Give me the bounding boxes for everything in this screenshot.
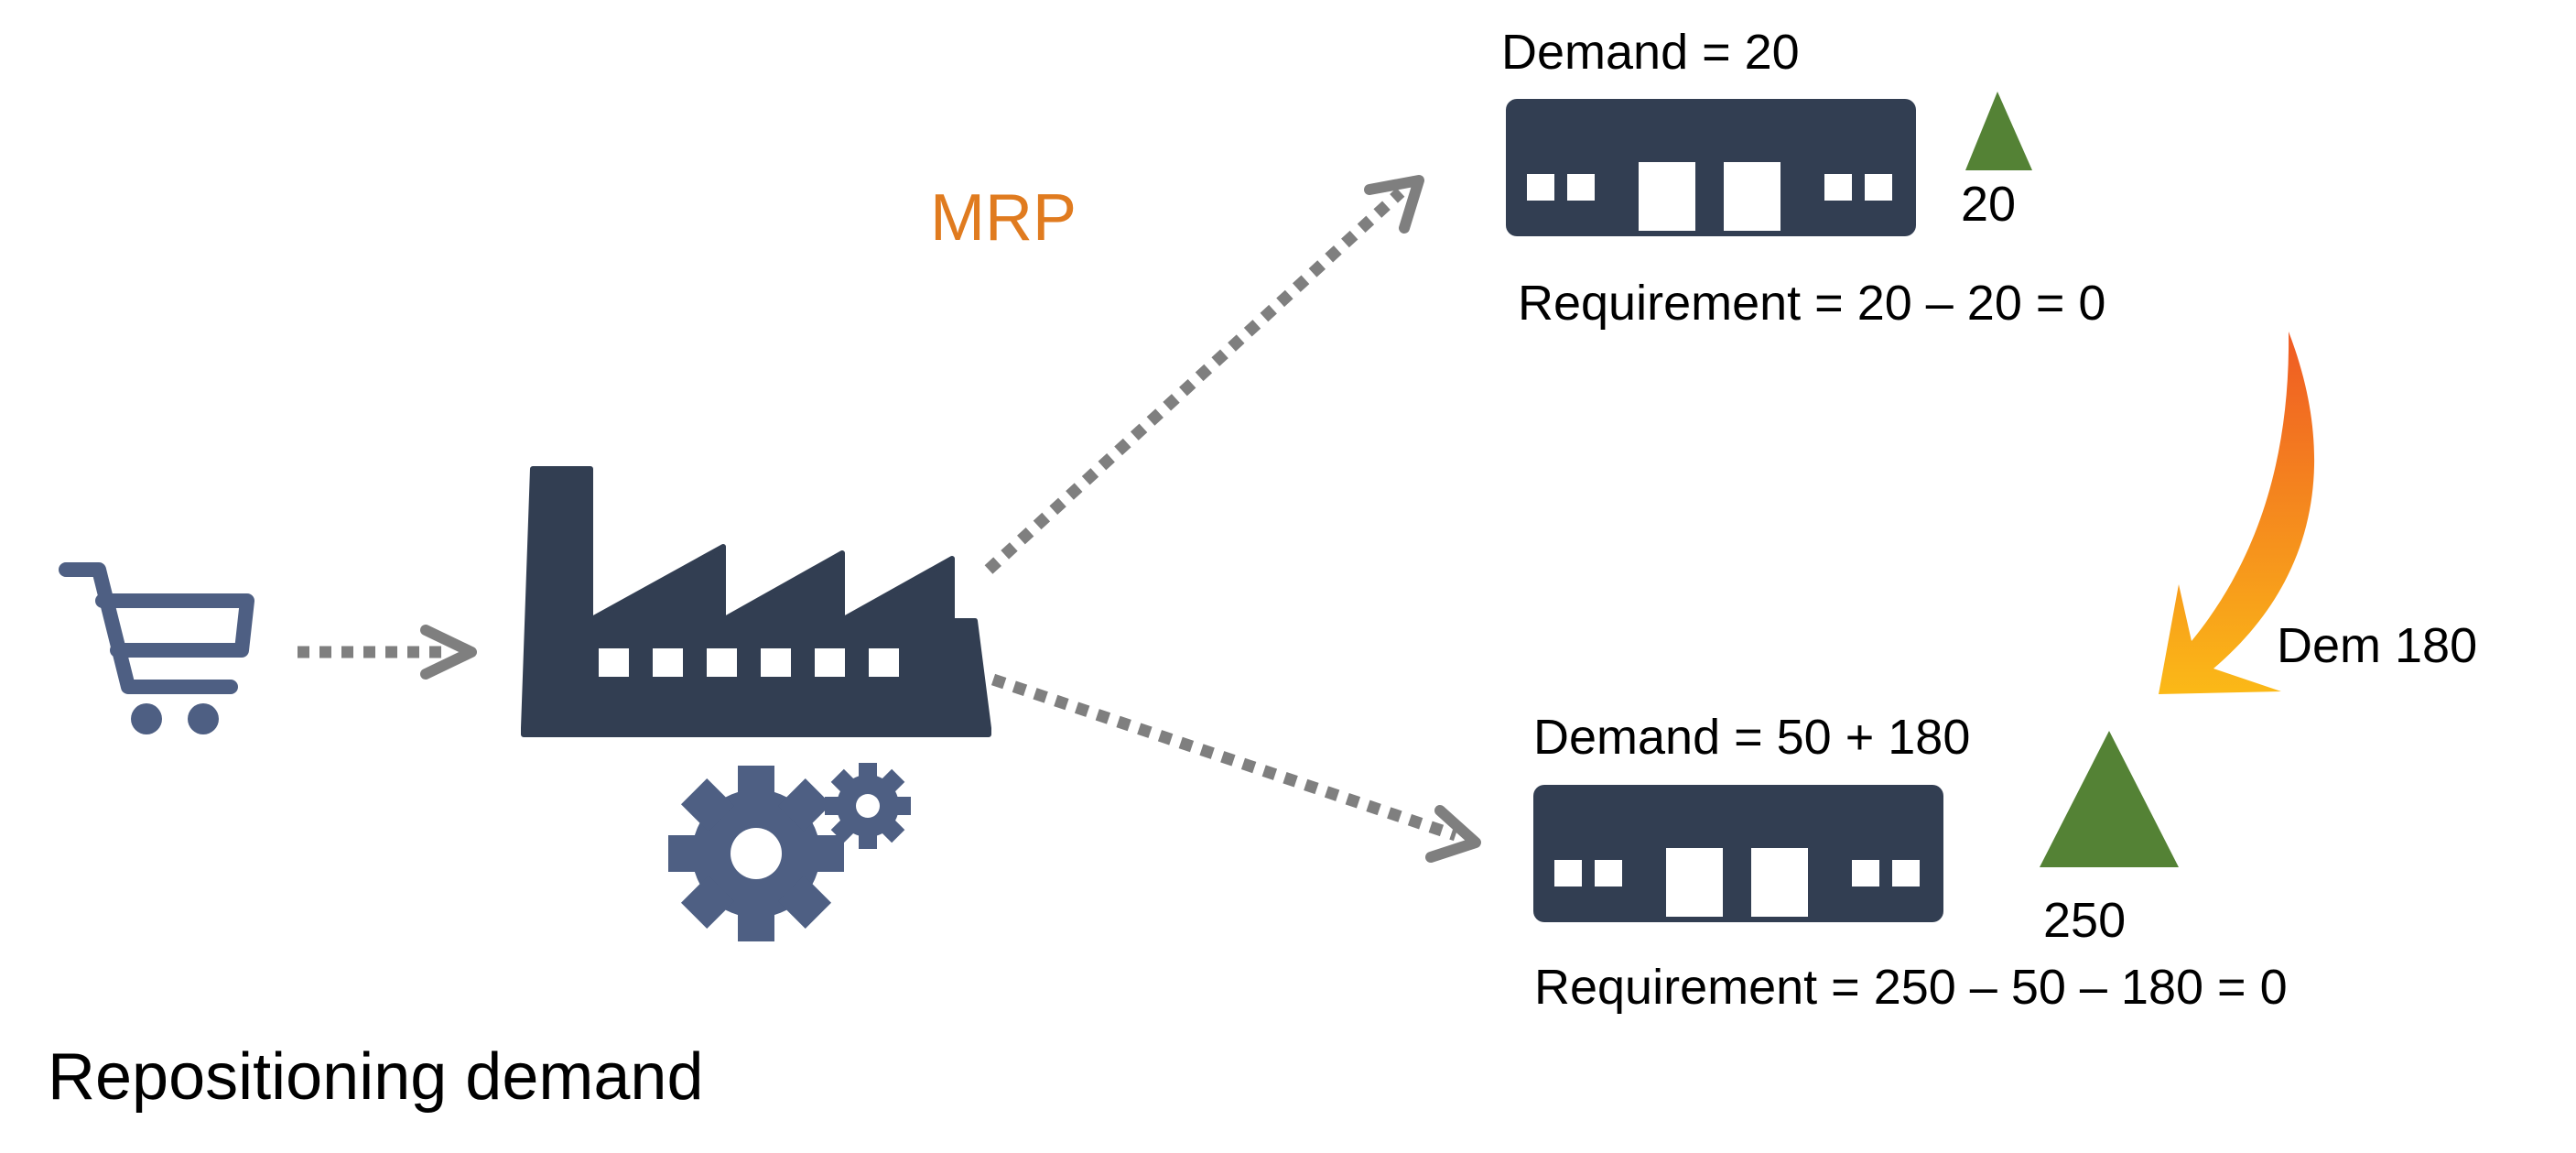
factory-to-upper-warehouse-arrow xyxy=(984,175,1424,574)
factory-icon xyxy=(521,466,991,737)
factory-to-lower-warehouse-arrow xyxy=(990,673,1481,863)
lower-demand-label: Demand = 50 + 180 xyxy=(1533,710,1971,765)
factory-windows xyxy=(599,648,899,677)
warehouse-icon xyxy=(1533,785,1943,922)
stock-triangle-icon xyxy=(1965,92,2032,170)
gears-icon xyxy=(668,763,911,941)
reposition-arrow xyxy=(2159,332,2315,694)
upper-requirement-label: Requirement = 20 – 20 = 0 xyxy=(1518,276,2106,331)
lower-stock-label: 250 xyxy=(2043,893,2127,948)
diagram-title: Repositioning demand xyxy=(48,1040,704,1114)
upper-stock-label: 20 xyxy=(1961,177,2017,232)
shopping-cart-icon xyxy=(59,562,254,734)
lower-requirement-label: Requirement = 250 – 50 – 180 = 0 xyxy=(1534,960,2288,1015)
cart-to-factory-arrow xyxy=(298,625,477,680)
mrp-label: MRP xyxy=(930,181,1077,255)
reposition-label: Dem 180 xyxy=(2277,618,2478,673)
warehouse-icon xyxy=(1506,99,1916,236)
upper-demand-label: Demand = 20 xyxy=(1501,25,1800,80)
stock-triangle-icon xyxy=(2040,731,2179,867)
